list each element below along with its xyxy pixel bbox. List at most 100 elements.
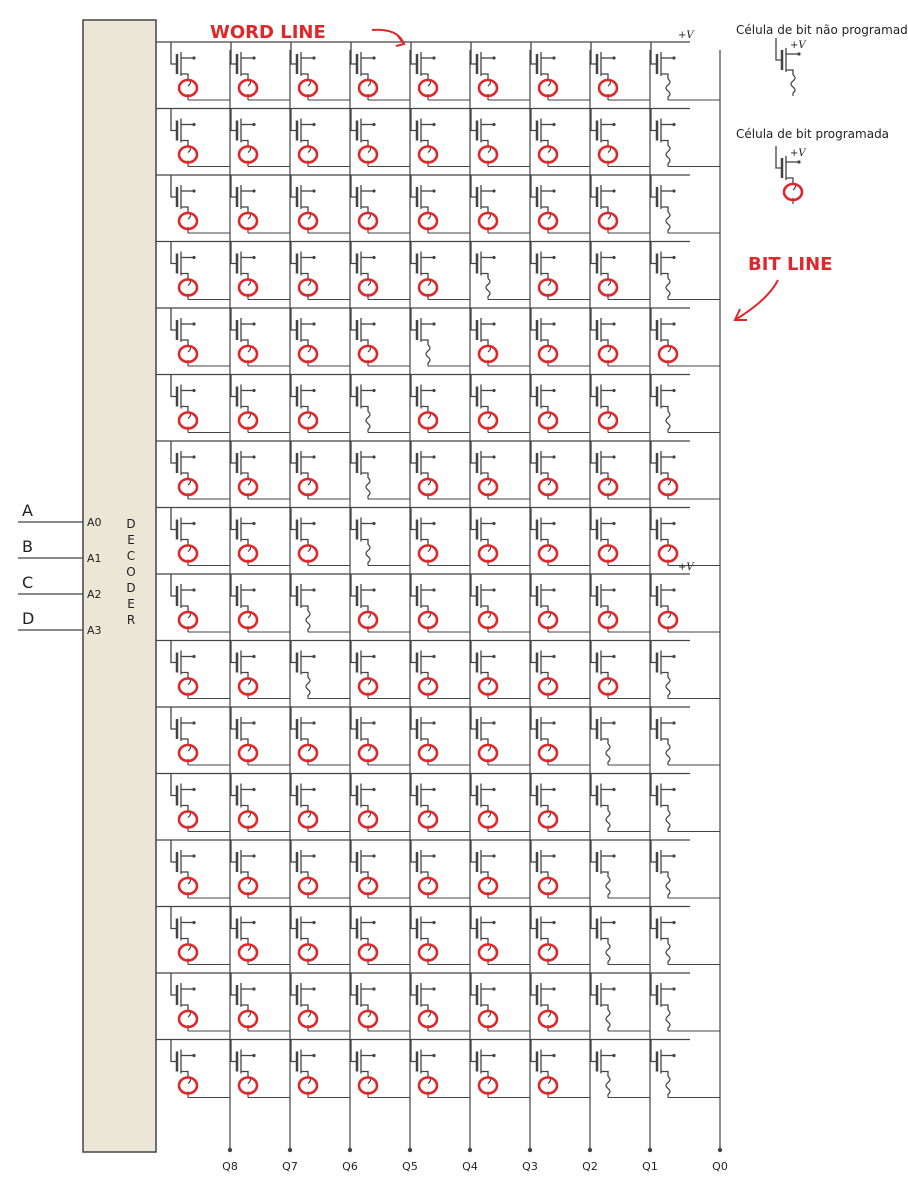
- bit-cell: [650, 441, 679, 499]
- gate-wire: [530, 441, 537, 464]
- programmed-mark: [237, 344, 259, 364]
- source-stub: [481, 538, 489, 545]
- bit-cell: [590, 574, 619, 632]
- bit-cell: [290, 441, 319, 499]
- gate-wire: [590, 574, 597, 597]
- fuse-link: [605, 943, 611, 965]
- bit-cell: [290, 840, 319, 898]
- source-stub: [181, 472, 189, 478]
- source-stub: [541, 272, 549, 279]
- source-stub: [241, 472, 249, 478]
- drain-node: [612, 1053, 616, 1058]
- drain-node: [372, 787, 376, 792]
- drain-node: [252, 189, 256, 193]
- programmed-mark: [477, 610, 499, 630]
- drain-node: [312, 455, 316, 459]
- gate-wire: [410, 175, 417, 198]
- gate-wire: [290, 773, 297, 797]
- bit-cell: [170, 640, 199, 699]
- source-stub: [661, 671, 669, 678]
- bit-cell: [530, 906, 559, 965]
- source-stub: [241, 206, 249, 212]
- bit-cell: [350, 640, 379, 699]
- bit-cell: [530, 707, 559, 765]
- bit-cell: [470, 108, 499, 167]
- drain-node: [612, 455, 616, 459]
- bit-cell: [590, 640, 619, 699]
- decoder-letter: E: [127, 597, 135, 611]
- source-stub: [241, 139, 249, 146]
- source-stub: [241, 339, 249, 345]
- source-stub: [181, 738, 189, 744]
- source-stub: [301, 339, 309, 345]
- source-stub: [661, 738, 669, 744]
- drain-node: [432, 322, 436, 326]
- programmed-mark: [417, 477, 439, 497]
- gate-wire: [230, 840, 237, 863]
- source-stub: [541, 804, 549, 811]
- source-stub: [361, 1070, 369, 1077]
- drain-node: [372, 521, 376, 526]
- source-stub: [481, 804, 489, 811]
- source-stub: [601, 405, 609, 412]
- decoder-pin-label: A0: [87, 516, 102, 529]
- source-stub: [481, 206, 489, 212]
- gate-wire: [350, 1039, 357, 1063]
- drain-node: [252, 987, 256, 991]
- source-stub: [301, 73, 309, 79]
- bit-cell: [230, 374, 259, 433]
- source-stub: [361, 405, 369, 412]
- bit-cell: [530, 507, 559, 566]
- source-stub: [421, 804, 429, 811]
- source-stub: [601, 871, 609, 877]
- programmed-mark: [477, 943, 499, 962]
- source-stub: [301, 272, 309, 279]
- drain-node: [612, 56, 616, 60]
- gate-wire: [470, 441, 477, 464]
- drain-node: [312, 189, 316, 193]
- gate-wire: [170, 840, 177, 863]
- programmed-mark: [477, 145, 499, 164]
- programmed-mark: [237, 411, 259, 430]
- source-stub: [241, 804, 249, 811]
- gate-wire: [590, 1039, 597, 1063]
- programmed-mark: [537, 211, 559, 231]
- gate-wire: [530, 840, 537, 863]
- programmed-mark: [477, 477, 499, 497]
- drain-node: [612, 322, 616, 326]
- source-stub: [301, 937, 309, 944]
- drain-node: [312, 1053, 316, 1058]
- source-stub: [541, 738, 549, 744]
- bit-cell: [650, 374, 676, 433]
- bit-cell: [410, 441, 439, 499]
- programmed-mark: [177, 943, 199, 962]
- drain-node: [432, 987, 436, 991]
- bit-cell: [350, 308, 379, 366]
- gate-wire: [650, 42, 657, 65]
- drain-node: [312, 588, 316, 592]
- bit-cell: [230, 175, 259, 233]
- gate-wire: [650, 574, 657, 597]
- bit-cell: [230, 906, 259, 965]
- programmed-mark: [357, 211, 379, 231]
- source-stub: [601, 139, 609, 146]
- drain-node: [372, 255, 376, 260]
- source-stub: [661, 871, 669, 877]
- drain-node: [492, 56, 496, 60]
- bit-cell: [650, 906, 676, 965]
- bit-cell: [410, 906, 439, 965]
- source-stub: [601, 1004, 609, 1010]
- column-label: Q0: [712, 1160, 728, 1173]
- gate-wire: [530, 308, 537, 331]
- source-stub: [661, 1070, 669, 1077]
- bit-cell: [170, 707, 199, 765]
- drain-node: [552, 987, 556, 991]
- source-stub: [481, 139, 489, 146]
- bit-cell: [230, 840, 259, 898]
- drain-node: [372, 920, 376, 925]
- programmed-mark: [237, 477, 259, 497]
- bit-line-terminal: [287, 1147, 293, 1153]
- bit-cell: [470, 773, 499, 832]
- programmed-mark: [237, 211, 259, 231]
